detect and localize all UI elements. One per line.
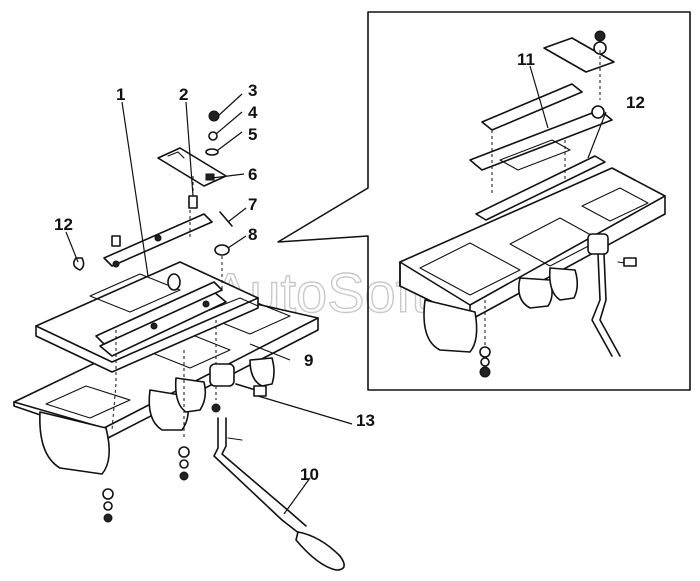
clip-left: [72, 257, 85, 271]
slide-rails: [95, 213, 227, 357]
inset-lever: [587, 233, 637, 357]
fastener-stack: [188, 110, 233, 290]
callout-10: 10: [300, 465, 319, 484]
main-assembly: 1 2 3 4 5 6 7 8 9 10 12 13: [13, 81, 375, 571]
callout-5: 5: [248, 125, 257, 144]
inset-slide-rails: [469, 83, 613, 221]
inset-frame: [277, 11, 691, 391]
callout-11: 11: [517, 50, 535, 69]
callout-3: 3: [248, 81, 257, 100]
callout-13: 13: [356, 411, 375, 430]
callout-7: 7: [248, 195, 257, 214]
callout-1: 1: [116, 85, 125, 104]
callout-4: 4: [248, 103, 258, 122]
callout-2: 2: [179, 85, 188, 104]
callout-12-left: 12: [54, 215, 73, 234]
inset-top-bracket: [543, 37, 615, 73]
callout-12-inset: 12: [626, 93, 645, 112]
callout-6: 6: [248, 165, 257, 184]
callout-9: 9: [304, 351, 313, 370]
release-lever: [209, 363, 345, 571]
callout-8: 8: [248, 225, 257, 244]
detail-inset: 11 12: [277, 11, 691, 391]
inset-frame-plate: [399, 167, 666, 353]
base-frame: [13, 297, 319, 475]
